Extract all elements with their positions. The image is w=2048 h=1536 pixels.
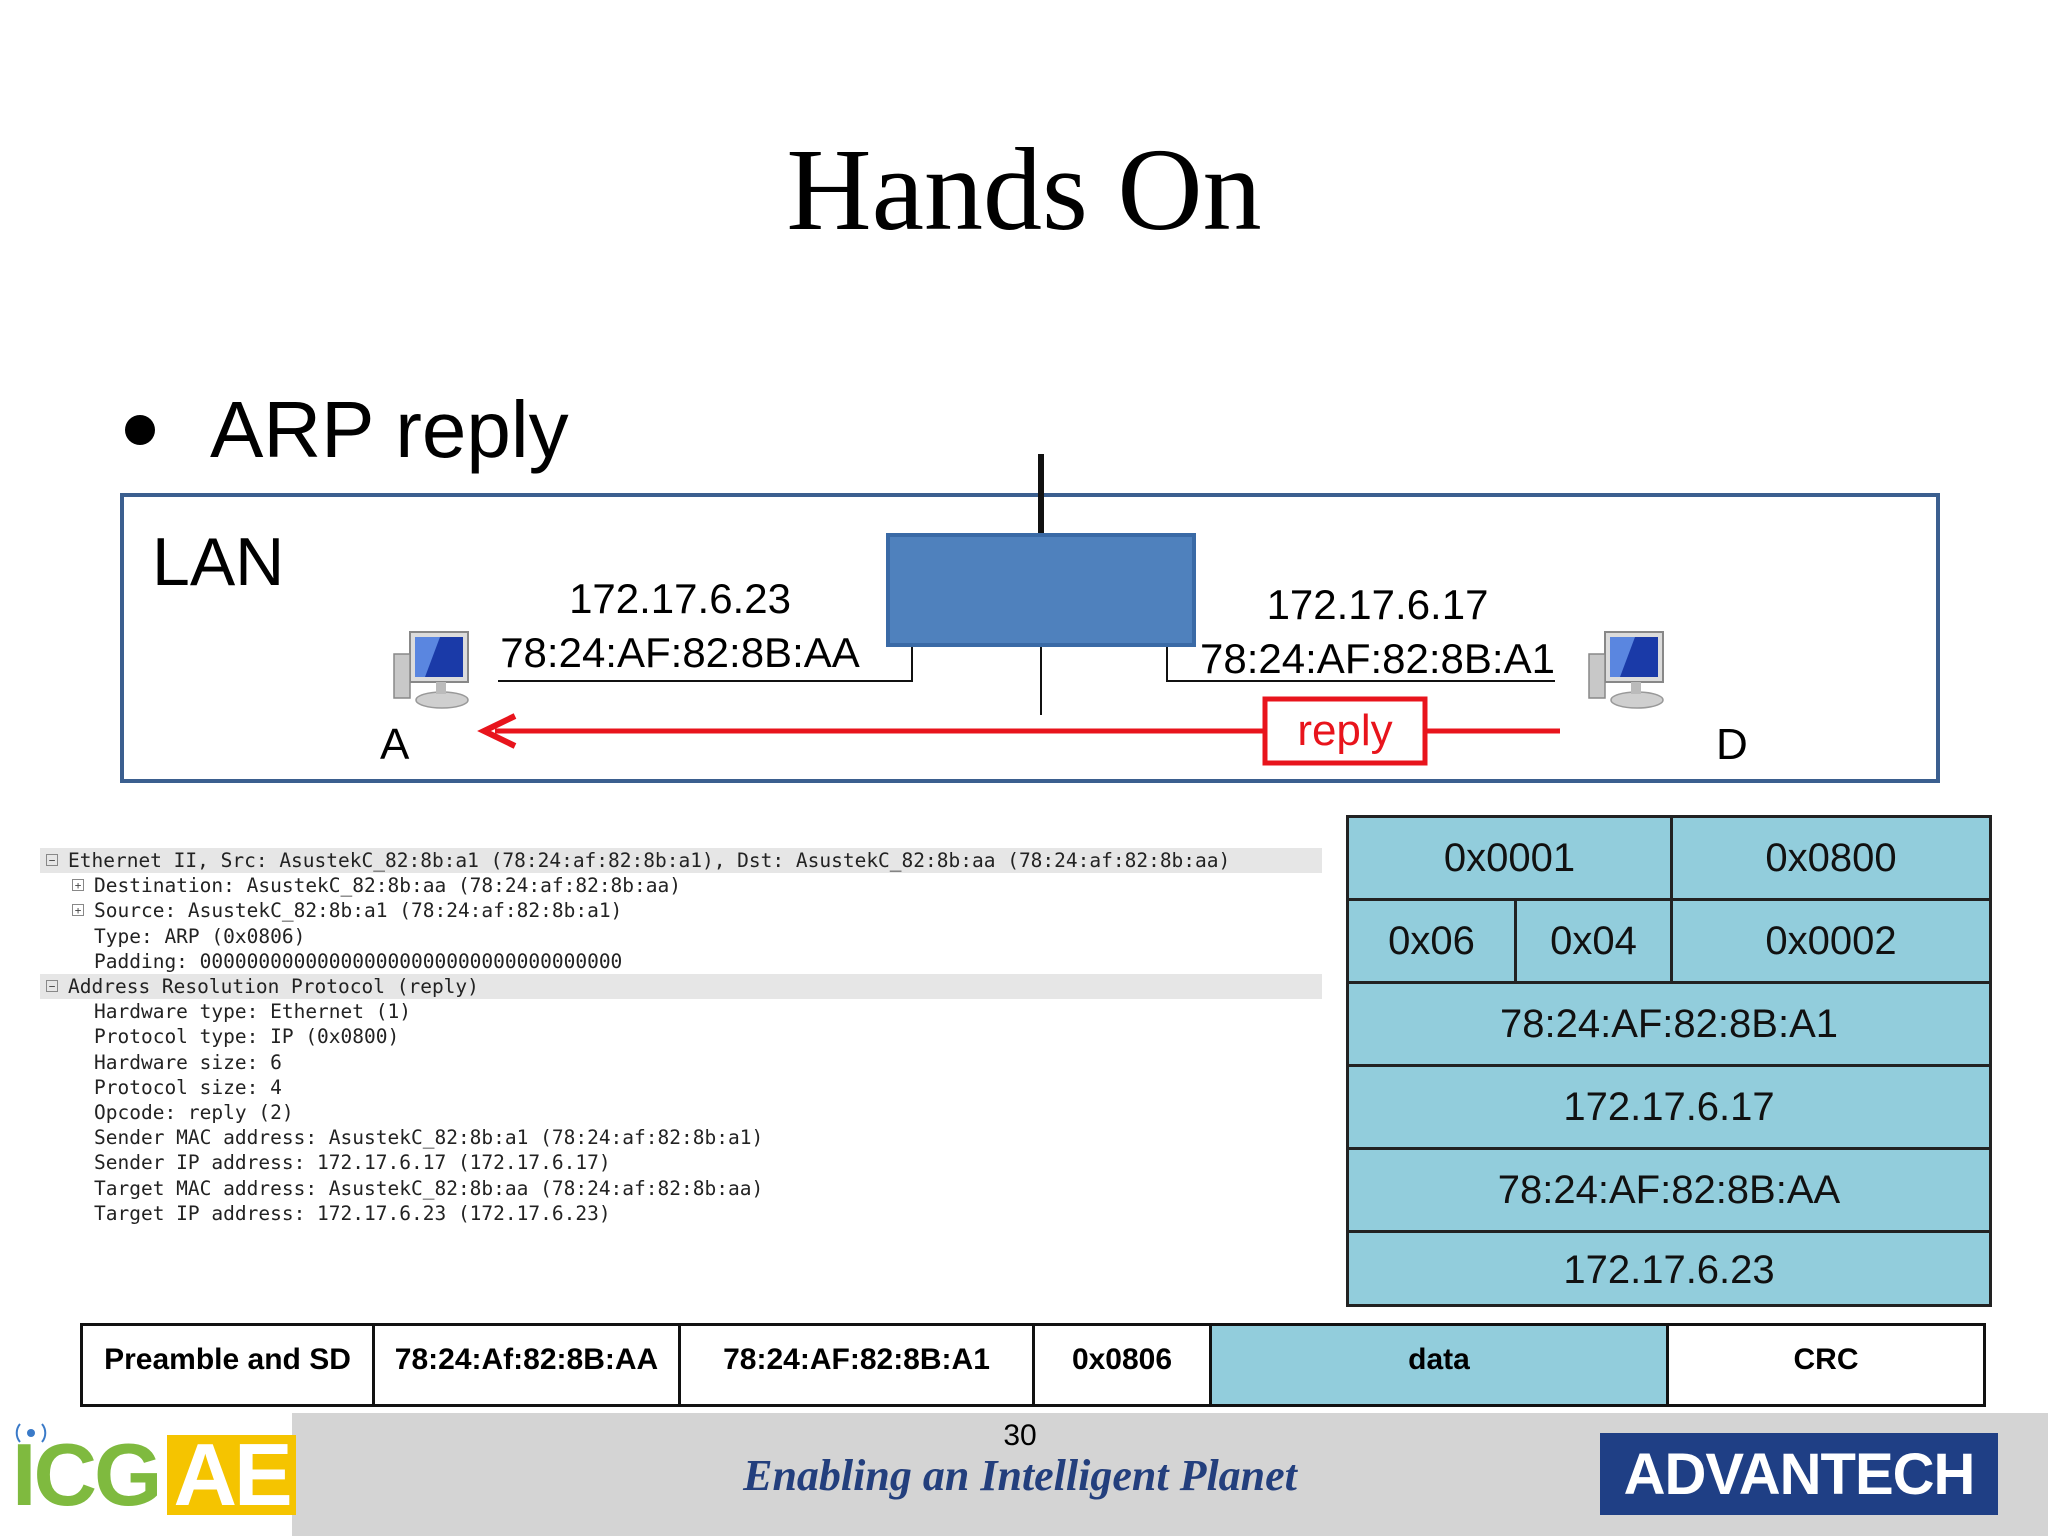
frame-src-mac: 78:24:AF:82:8B:A1 xyxy=(681,1326,1035,1404)
collapse-icon[interactable]: − xyxy=(46,853,58,866)
host-a-ip: 172.17.6.23 xyxy=(569,575,791,622)
ethernet-frame: Preamble and SD 78:24:Af:82:8B:AA 78:24:… xyxy=(80,1323,1986,1407)
arp-divider xyxy=(1670,818,1673,982)
wireshark-line[interactable]: −Ethernet II, Src: AsustekC_82:8b:a1 (78… xyxy=(40,848,1322,873)
wireshark-line[interactable]: Protocol size: 4 xyxy=(40,1075,282,1100)
arp-opcode: 0x0002 xyxy=(1765,918,1897,963)
expand-icon[interactable]: + xyxy=(72,903,84,916)
host-a-label: A xyxy=(380,720,410,769)
bullet-text: ARP reply xyxy=(210,385,569,474)
host-a-mac: 78:24:AF:82:8B:AA xyxy=(500,629,860,676)
wireshark-line[interactable]: Sender IP address: 172.17.6.17 (172.17.6… xyxy=(40,1150,611,1175)
wireshark-line[interactable]: −Address Resolution Protocol (reply) xyxy=(40,974,1322,999)
switch-box xyxy=(886,533,1196,647)
wireshark-line-text: Hardware size: 6 xyxy=(94,1050,282,1074)
host-d-ip: 172.17.6.17 xyxy=(1266,581,1489,628)
wireshark-line[interactable]: Target IP address: 172.17.6.23 (172.17.6… xyxy=(40,1201,611,1226)
host-d-label: D xyxy=(1716,720,1748,769)
host-d-mac: 78:24:AF:82:8B:A1 xyxy=(1200,635,1555,682)
frame-preamble: Preamble and SD xyxy=(83,1326,375,1404)
arp-proto-type: 0x0800 xyxy=(1765,835,1897,880)
slide-title: Hands On xyxy=(786,124,1262,255)
computer-icon-a xyxy=(393,631,469,709)
frame-crc: CRC xyxy=(1793,1343,1859,1376)
wireshark-line-text: Protocol size: 4 xyxy=(94,1075,282,1099)
arp-sender-ip: 172.17.6.17 xyxy=(1563,1084,1775,1129)
arp-proto-size: 0x04 xyxy=(1550,918,1637,963)
arp-divider xyxy=(1349,981,1989,984)
footer-tagline: Enabling an Intelligent Planet xyxy=(743,1451,1297,1500)
wireshark-line-text: Protocol type: IP (0x0800) xyxy=(94,1025,400,1049)
icg-logo-text: ICG xyxy=(12,1425,162,1524)
arp-divider xyxy=(1514,899,1517,982)
wireshark-line[interactable]: Type: ARP (0x0806) xyxy=(40,924,305,949)
frame-dst-mac: 78:24:Af:82:8B:AA xyxy=(375,1326,681,1404)
arp-target-mac: 78:24:AF:82:8B:AA xyxy=(1497,1167,1841,1212)
arp-packet-table: 0x0001 0x0800 0x06 0x04 0x0002 78:24:AF:… xyxy=(1346,815,1992,1307)
advantech-logo-text: ADVANTECH xyxy=(1623,1441,1976,1507)
frame-type: 0x0806 xyxy=(1035,1326,1212,1404)
advantech-logo: ADVANTECH xyxy=(1600,1433,1998,1515)
lan-label: LAN xyxy=(152,524,285,600)
cable-a xyxy=(498,647,913,682)
arp-divider xyxy=(1349,1147,1989,1150)
reply-arrow-label: reply xyxy=(1297,706,1393,755)
cable-d xyxy=(1166,647,1555,682)
reply-label-box xyxy=(1262,696,1428,766)
expand-icon[interactable]: + xyxy=(72,878,84,891)
wireshark-line-text: Padding: 0000000000000000000000000000000… xyxy=(94,949,623,973)
wireshark-line-text: Target IP address: 172.17.6.23 (172.17.6… xyxy=(94,1201,611,1225)
wireshark-line-text: Opcode: reply (2) xyxy=(94,1101,294,1124)
wireshark-line-text: Sender MAC address: AsustekC_82:8b:a1 (7… xyxy=(94,1126,764,1150)
arp-divider xyxy=(1349,898,1989,901)
collapse-icon[interactable]: − xyxy=(46,979,58,992)
wireshark-line-text: Target MAC address: AsustekC_82:8b:aa (7… xyxy=(94,1176,764,1200)
page-number: 30 xyxy=(1003,1419,1037,1452)
wireshark-line-text: Source: AsustekC_82:8b:a1 (78:24:af:82:8… xyxy=(94,899,623,923)
wireshark-line-text: Ethernet II, Src: AsustekC_82:8b:a1 (78:… xyxy=(68,849,1231,872)
wireshark-line-text: Type: ARP (0x0806) xyxy=(94,924,306,948)
wireshark-line-text: Sender IP address: 172.17.6.17 (172.17.6… xyxy=(94,1151,611,1175)
wireshark-line[interactable]: + Destination: AsustekC_82:8b:aa (78:24:a… xyxy=(40,873,681,898)
arp-hw-type: 0x0001 xyxy=(1443,835,1576,880)
bullet-dot-icon xyxy=(125,414,155,445)
wireshark-line[interactable]: Protocol type: IP (0x0800) xyxy=(40,1024,399,1049)
wireshark-line[interactable]: Hardware size: 6 xyxy=(40,1050,282,1075)
arp-target-ip: 172.17.6.23 xyxy=(1563,1247,1775,1292)
lan-connections xyxy=(477,454,1560,766)
wireshark-line-text: Address Resolution Protocol (reply) xyxy=(68,975,479,998)
lan-box xyxy=(120,493,1940,783)
arp-divider xyxy=(1349,1064,1989,1067)
wireshark-line-text: Destination: AsustekC_82:8b:aa (78:24:af… xyxy=(94,874,681,898)
wireshark-line[interactable]: Hardware type: Ethernet (1) xyxy=(40,999,411,1024)
reply-arrow-head xyxy=(477,713,517,749)
frame-data: data xyxy=(1212,1326,1669,1404)
ae-logo-text: AE xyxy=(167,1431,296,1519)
bullet-item: ARP reply xyxy=(125,380,569,480)
arp-sender-mac: 78:24:AF:82:8B:A1 xyxy=(1499,1001,1838,1046)
wireless-icon xyxy=(15,1423,47,1443)
wireshark-line[interactable]: Padding: 0000000000000000000000000000000… xyxy=(40,949,622,974)
computer-icon-d xyxy=(1588,631,1664,709)
arp-divider xyxy=(1349,1230,1989,1233)
wireshark-line-text: Hardware type: Ethernet (1) xyxy=(94,1000,411,1024)
wireshark-line[interactable]: Sender MAC address: AsustekC_82:8b:a1 (7… xyxy=(40,1125,763,1150)
wireshark-line[interactable]: Opcode: reply (2) xyxy=(40,1100,294,1125)
wireshark-line[interactable]: Target MAC address: AsustekC_82:8b:aa (7… xyxy=(40,1176,763,1201)
wireshark-line[interactable]: + Source: AsustekC_82:8b:a1 (78:24:af:82:… xyxy=(40,898,622,923)
arp-hw-size: 0x06 xyxy=(1388,918,1475,963)
